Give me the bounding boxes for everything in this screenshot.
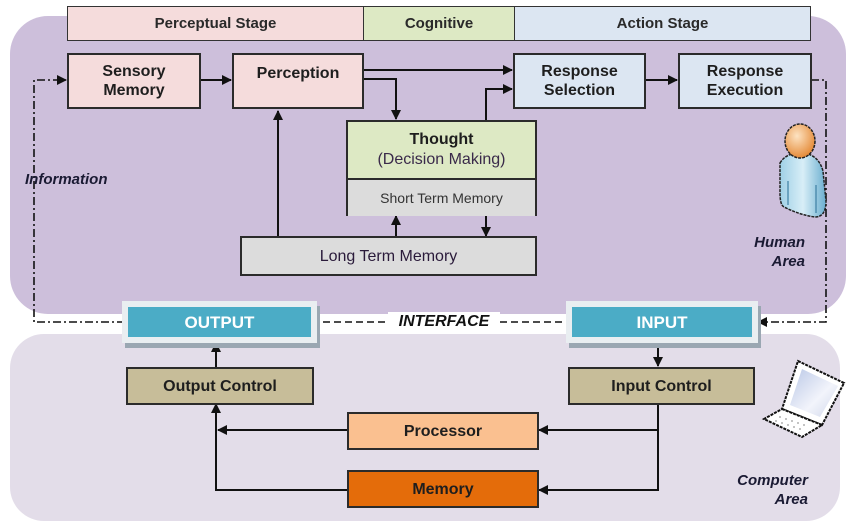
arrow-perception-to-thought xyxy=(363,78,401,120)
input-box: INPUT xyxy=(572,307,752,337)
processor-box: Processor xyxy=(347,412,539,450)
cognitive-stage-header: Cognitive xyxy=(363,6,515,41)
thought-subtitle: (Decision Making) xyxy=(377,151,506,168)
perception-box: Perception xyxy=(232,53,364,109)
perceptual-stage-header: Perceptual Stage xyxy=(67,6,364,41)
input-control-box: Input Control xyxy=(568,367,755,405)
arrow-thought-to-selection xyxy=(485,84,513,121)
short-term-memory-box: Short Term Memory xyxy=(348,180,535,216)
arrow-inputcontrol-to-memory xyxy=(538,403,659,495)
information-label: Information xyxy=(25,171,108,188)
output-box: OUTPUT xyxy=(128,307,311,337)
memory-box: Memory xyxy=(347,470,539,508)
action-stage-header: Action Stage xyxy=(514,6,811,41)
information-loop-left xyxy=(33,75,125,323)
person-icon xyxy=(779,123,827,218)
laptop-icon xyxy=(761,359,846,439)
interface-label: INTERFACE xyxy=(388,312,500,332)
long-term-memory-box: Long Term Memory xyxy=(240,236,537,276)
thought-title: Thought xyxy=(409,131,474,148)
thought-box: Thought (Decision Making) Short Term Mem… xyxy=(346,120,537,216)
arrow-memory-to-outputcontrol xyxy=(211,403,347,491)
output-control-box: Output Control xyxy=(126,367,314,405)
